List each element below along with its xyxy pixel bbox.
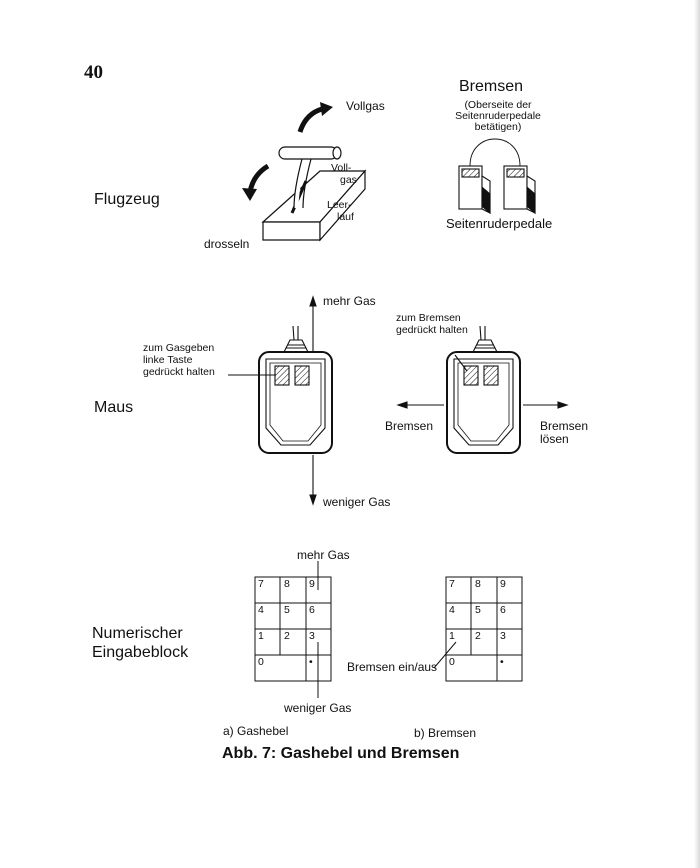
numpad-more-gas-label: mehr Gas xyxy=(297,548,350,562)
mouse-gas-arrows xyxy=(228,295,317,506)
gas-hint-2: linke Taste xyxy=(143,354,193,366)
numpad-key: 5 xyxy=(284,604,290,616)
numpad-key: • xyxy=(500,656,504,668)
throttle-down-arrow xyxy=(242,163,270,201)
slot-full-label-1: Voll- xyxy=(331,162,352,174)
numpad-key: • xyxy=(309,656,313,668)
numpad-key: 9 xyxy=(500,578,506,590)
mouse-release-label-2: lösen xyxy=(540,432,569,446)
numpad-brakes-toggle-label: Bremsen ein/aus xyxy=(347,660,438,674)
gas-hint-3: gedrückt halten xyxy=(143,366,215,378)
numpad-key: 4 xyxy=(258,604,264,616)
brakes-note-3: betätigen) xyxy=(474,121,522,133)
scan-page-edge xyxy=(694,0,700,868)
subcaption-b: b) Bremsen xyxy=(414,726,477,740)
mouse-brake-label: Bremsen xyxy=(385,419,434,433)
numpad-key: 6 xyxy=(309,604,315,616)
page-number: 40 xyxy=(84,62,103,83)
numpad-key: 0 xyxy=(449,656,455,668)
numpad-gas-grid xyxy=(254,561,332,698)
subcaption-a: a) Gashebel xyxy=(223,724,289,738)
numpad-key: 8 xyxy=(475,578,481,590)
numpad-key: 9 xyxy=(309,578,315,590)
slot-idle-label-2: lauf xyxy=(337,211,354,223)
brake-hint-1: zum Bremsen xyxy=(396,312,461,324)
brake-hint-2: gedrückt halten xyxy=(396,324,468,336)
throttle-lever-illustration xyxy=(261,146,367,242)
numpad-key: 1 xyxy=(449,630,455,642)
figure-caption: Abb. 7: Gashebel und Bremsen xyxy=(222,745,460,762)
mouse-brake-arrows xyxy=(396,354,569,409)
full-throttle-label: Vollgas xyxy=(346,99,385,113)
throttle-down-label: drosseln xyxy=(204,237,250,251)
numpad-key: 3 xyxy=(500,630,506,642)
numpad-key: 7 xyxy=(449,578,455,590)
row-label-mouse: Maus xyxy=(94,399,134,416)
mouse-gas-illustration xyxy=(258,325,333,454)
rudder-pedals-illustration xyxy=(458,138,536,215)
row-label-plane: Flugzeug xyxy=(94,191,160,208)
brakes-note-1: (Oberseite der xyxy=(464,99,532,111)
numpad-key: 1 xyxy=(258,630,264,642)
brakes-note-2: Seitenruderpedale xyxy=(455,110,541,122)
numpad-key: 5 xyxy=(475,604,481,616)
numpad-brake-grid xyxy=(433,576,523,682)
mouse-more-gas-label: mehr Gas xyxy=(323,294,376,308)
brakes-title: Bremsen xyxy=(459,78,524,95)
throttle-up-arrow xyxy=(297,102,333,133)
numpad-key: 8 xyxy=(284,578,290,590)
mouse-release-label-1: Bremsen xyxy=(540,419,589,433)
numpad-key: 0 xyxy=(258,656,264,668)
numpad-key: 7 xyxy=(258,578,264,590)
numpad-less-gas-label: weniger Gas xyxy=(284,701,352,715)
pedals-label: Seitenruderpedale xyxy=(446,216,553,231)
mouse-less-gas-label: weniger Gas xyxy=(323,495,391,509)
row-label-numpad-1: Numerischer xyxy=(92,625,183,642)
numpad-key: 2 xyxy=(475,630,481,642)
numpad-key: 4 xyxy=(449,604,455,616)
numpad-key: 3 xyxy=(309,630,315,642)
numpad-key: 2 xyxy=(284,630,290,642)
gas-hint-1: zum Gasgeben xyxy=(143,342,215,354)
slot-full-label-2: gas xyxy=(340,174,357,186)
slot-idle-label-1: Leer- xyxy=(327,199,352,211)
row-label-numpad-2: Eingabeblock xyxy=(92,644,189,661)
mouse-brake-illustration xyxy=(446,325,521,454)
numpad-key: 6 xyxy=(500,604,506,616)
